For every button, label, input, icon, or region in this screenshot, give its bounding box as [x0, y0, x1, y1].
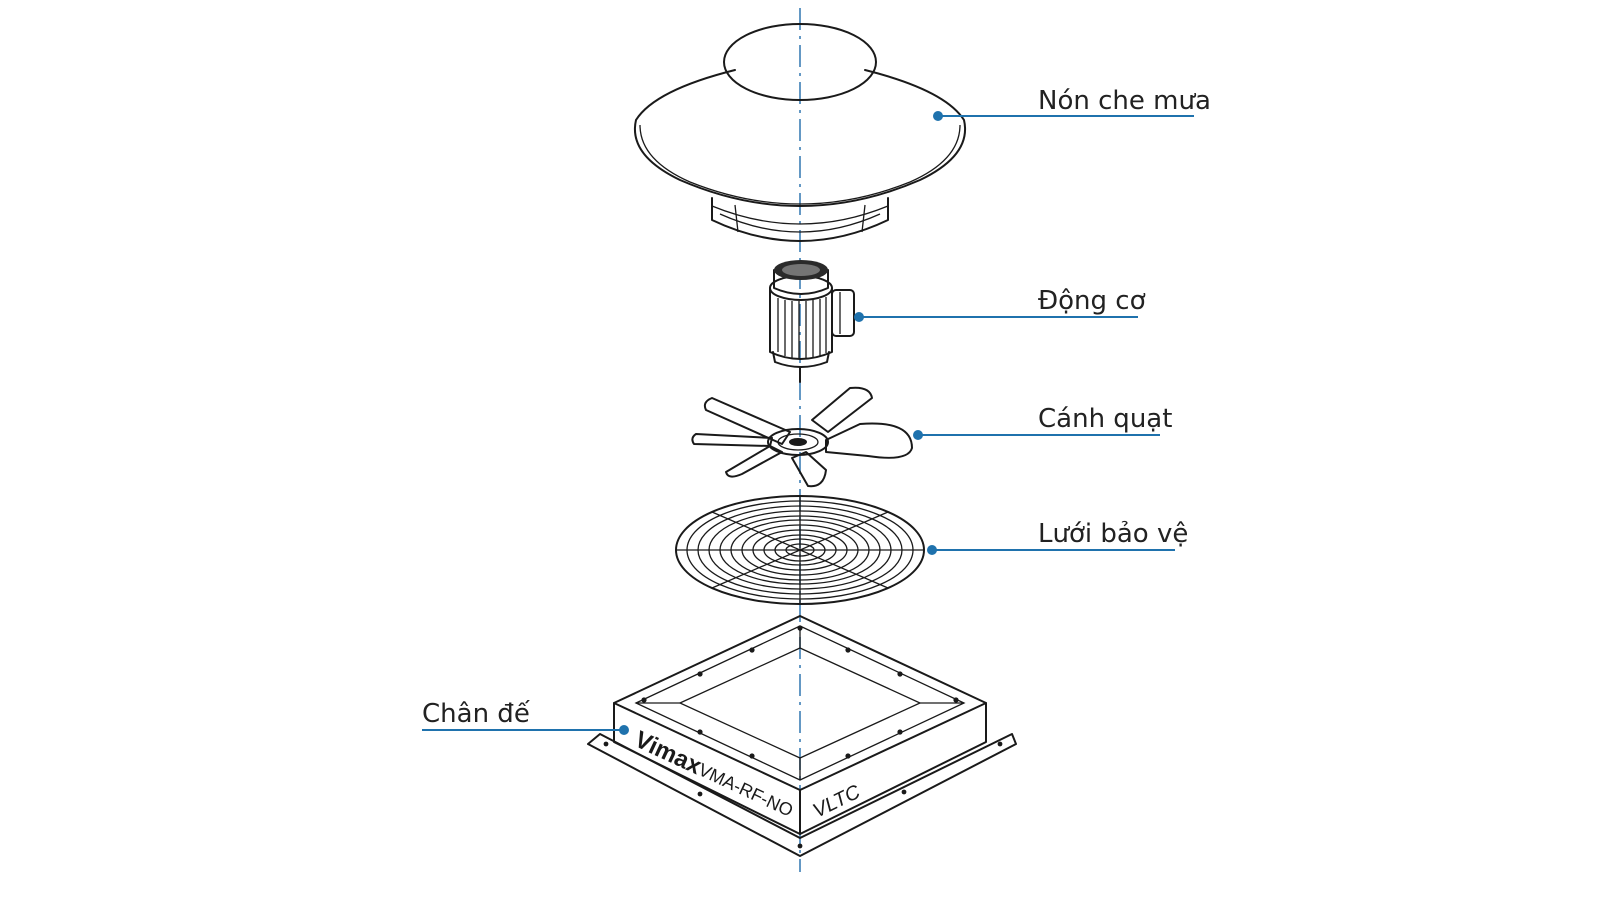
label-motor: Động cơ	[1038, 286, 1146, 316]
label-base: Chân đế	[422, 699, 530, 729]
leader-dot-motor	[854, 312, 864, 322]
base-part: Vimax VMA-RF-NO VLTC	[587, 615, 1017, 857]
label-guard: Lưới bảo vệ	[1038, 519, 1189, 549]
motor-part	[769, 260, 855, 383]
leader-lines	[422, 111, 1194, 735]
label-impeller: Cánh quạt	[1038, 404, 1173, 434]
leader-dot-guard	[927, 545, 937, 555]
guard-part	[675, 495, 925, 605]
leader-dot-rain-cap	[933, 111, 943, 121]
impeller-part	[691, 386, 913, 488]
label-rain-cap: Nón che mưa	[1038, 86, 1211, 116]
leader-dot-base	[619, 725, 629, 735]
leader-dot-impeller	[913, 430, 923, 440]
